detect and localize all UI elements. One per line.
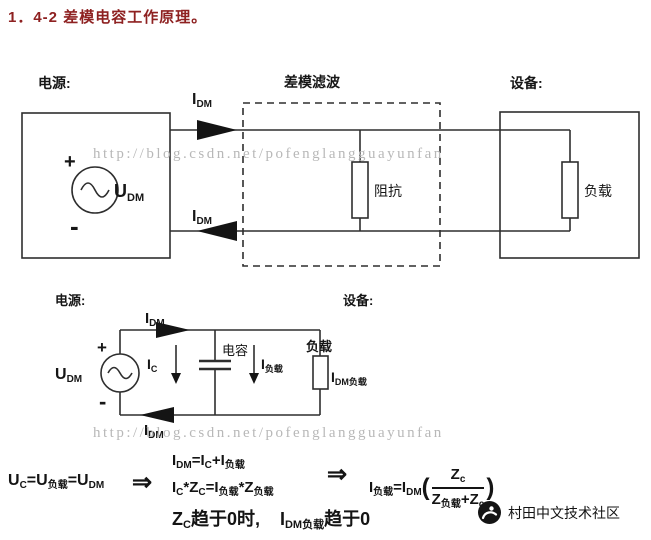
- equation-idm: IDM=IC+I负载: [172, 452, 245, 471]
- implies-arrow-1: ⇒: [132, 469, 153, 496]
- top-circuit-diagram: 电源: 差模滤波 设备: IDM + - UDM IDM 阻抗 负载 http:…: [21, 74, 640, 267]
- iload-arrow-down-icon: [249, 373, 259, 384]
- community-logo-icon: [478, 501, 501, 524]
- top-udm-label: UDM: [114, 181, 144, 204]
- top-device-label: 设备:: [510, 75, 543, 91]
- mid-source-label: 电源:: [55, 293, 85, 308]
- top-source-label: 电源:: [38, 75, 71, 91]
- mid-sine-wave-icon: [107, 366, 133, 380]
- capacitor-label: 电容: [222, 343, 248, 358]
- mid-plus-sign: +: [97, 338, 107, 357]
- ic-label: IC: [147, 356, 158, 374]
- mid-current-arrow-right-icon: [156, 322, 190, 338]
- sine-wave-icon: [80, 182, 110, 198]
- equation-iczc: IC*ZC=I负载*Z负载: [172, 479, 274, 498]
- mid-minus-sign: -: [99, 389, 106, 414]
- top-idm-label: IDM: [192, 91, 212, 110]
- community-name: 村田中文技术社区: [508, 504, 620, 521]
- current-arrow-right-icon: [197, 120, 237, 140]
- bottom-idm-label: IDM: [192, 208, 212, 227]
- current-arrow-left-icon: [197, 221, 237, 241]
- iload-label: I负载: [261, 356, 283, 374]
- page-title: 1．4-2 差模电容工作原理。: [8, 9, 208, 26]
- top-plus-sign: +: [64, 151, 76, 173]
- device-box: [499, 111, 640, 259]
- mid-load-label: 负载: [306, 339, 332, 354]
- mid-load-resistor: [312, 355, 329, 390]
- middle-circuit-diagram: 电源: 设备: IDM + - UDM IDM IC 电容 I负载: [55, 293, 444, 441]
- load-resistor: [561, 161, 579, 219]
- dashed-filter-box: [242, 102, 441, 267]
- equation-limit: ZC趋于0时,IDM负载趋于0: [172, 509, 371, 531]
- watermark-text: http://blog.csdn.net/pofenglangguayunfan: [93, 146, 444, 162]
- mid-idm-bottom-label: IDM: [144, 422, 164, 441]
- open-paren: (: [421, 474, 430, 501]
- load-label: 负载: [584, 183, 612, 199]
- watermark-text-2: http://blog.csdn.net/pofenglangguayunfan: [93, 425, 444, 441]
- impedance-label: 阻抗: [374, 183, 402, 199]
- close-paren: ): [486, 474, 495, 501]
- mid-udm-label: UDM: [55, 366, 82, 385]
- impedance-resistor: [351, 161, 369, 219]
- top-filter-label: 差模滤波: [284, 74, 341, 90]
- equation-uc: UC=U负载=UDM: [8, 472, 105, 491]
- source-box: [21, 112, 171, 259]
- idm-load-label: IDM负载: [331, 369, 367, 387]
- implies-arrow-2: ⇒: [327, 461, 348, 488]
- ic-arrow-down-icon: [171, 373, 181, 384]
- top-minus-sign: -: [70, 211, 79, 241]
- mid-current-arrow-left-icon: [140, 407, 174, 423]
- mid-device-label: 设备:: [343, 293, 373, 308]
- footer: 村田中文技术社区: [477, 500, 620, 525]
